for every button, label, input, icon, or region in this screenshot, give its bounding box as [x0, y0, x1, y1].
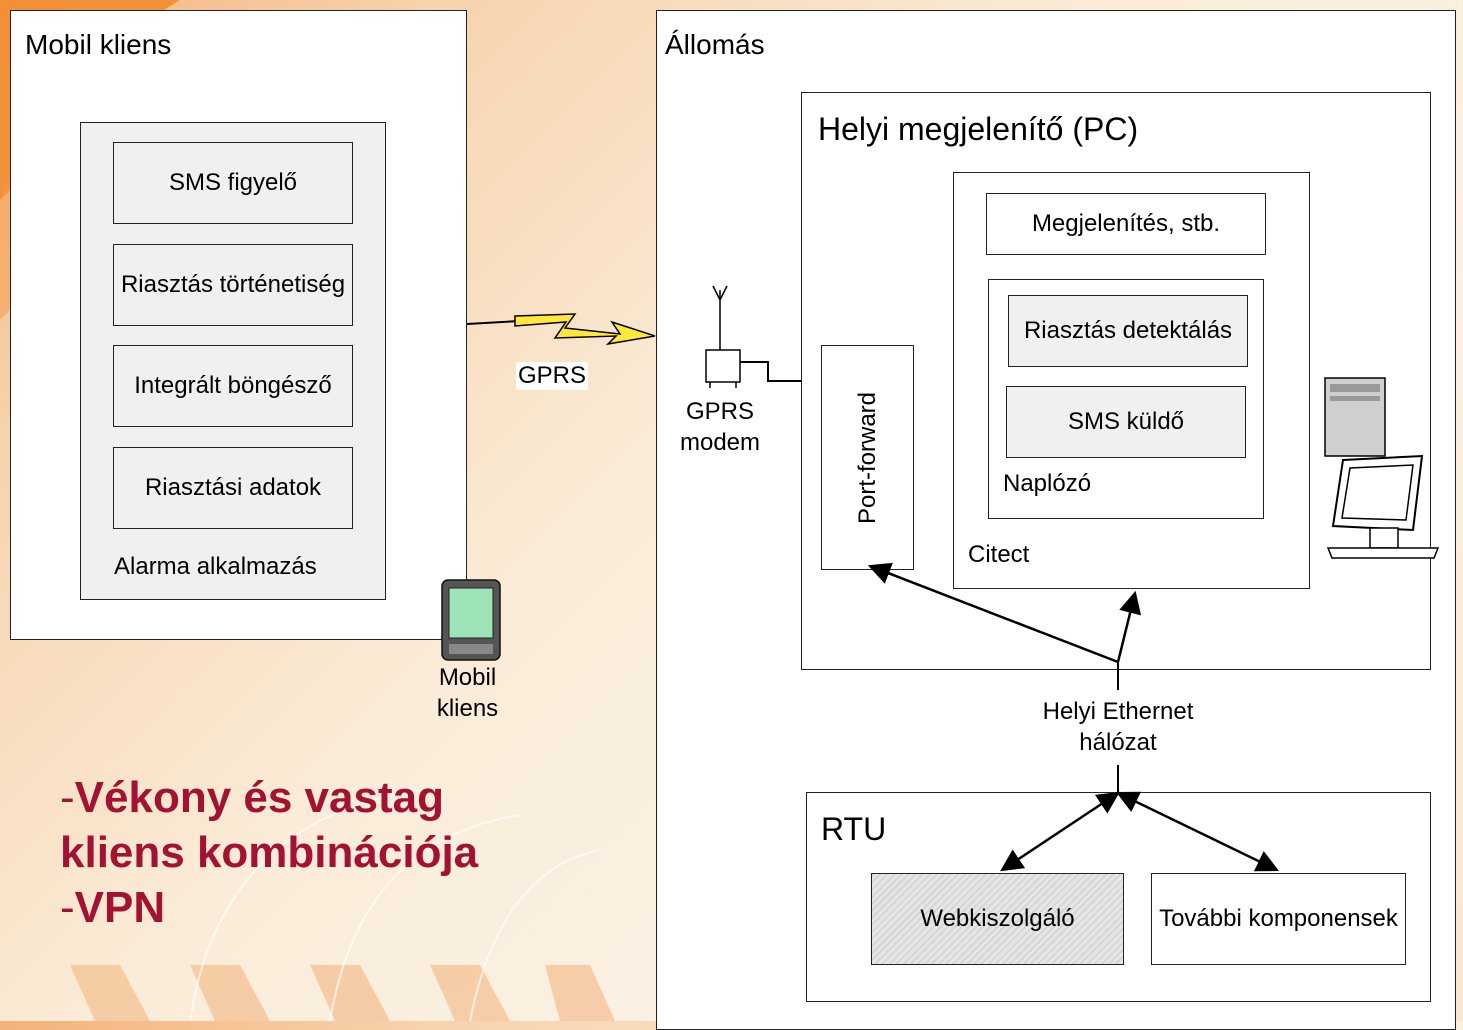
- logger-label: Naplózó: [1003, 470, 1092, 497]
- port-forward-box: Port-forward: [821, 345, 914, 570]
- alarm-data-module: Riasztási adatok: [113, 447, 353, 529]
- gprs-label: GPRS: [516, 362, 589, 390]
- gprs-link-bolt: [466, 313, 656, 346]
- mobile-client-title: Mobil kliens: [25, 29, 172, 60]
- gprs-modem-label: GPRS modem: [679, 398, 761, 457]
- ethernet-network-label: Helyi Ethernet hálózat: [1020, 696, 1216, 759]
- alarm-detection-module: Riasztás detektálás: [1008, 295, 1248, 367]
- rtu-title: RTU: [821, 811, 887, 847]
- integrated-browser-module: Integrált böngésző: [113, 345, 353, 427]
- gprs-modem-icon: [705, 285, 801, 388]
- note-line-1: -Vékony és vastag kliens kombinációja: [60, 773, 479, 877]
- other-components-module: További komponensek: [1151, 873, 1406, 965]
- station-title: Állomás: [665, 29, 765, 60]
- notes-block: -Vékony és vastag kliens kombinációja -V…: [60, 770, 530, 935]
- sms-monitor-module: SMS figyelő: [113, 142, 353, 224]
- alarm-history-module: Riasztás történetiség: [113, 244, 353, 326]
- computer-icon: [1324, 377, 1440, 559]
- citect-label: Citect: [968, 541, 1030, 568]
- local-pc-title: Helyi megjelenítő (PC): [818, 111, 1139, 147]
- sms-sender-module: SMS küldő: [1006, 386, 1246, 458]
- display-module: Megjelenítés, stb.: [986, 193, 1266, 255]
- mobile-device-label: Mobil kliens: [436, 664, 499, 723]
- note-line-2: -VPN: [60, 883, 166, 932]
- webserver-module: Webkiszolgáló: [871, 873, 1124, 965]
- alarm-app-label: Alarma alkalmazás: [114, 553, 317, 580]
